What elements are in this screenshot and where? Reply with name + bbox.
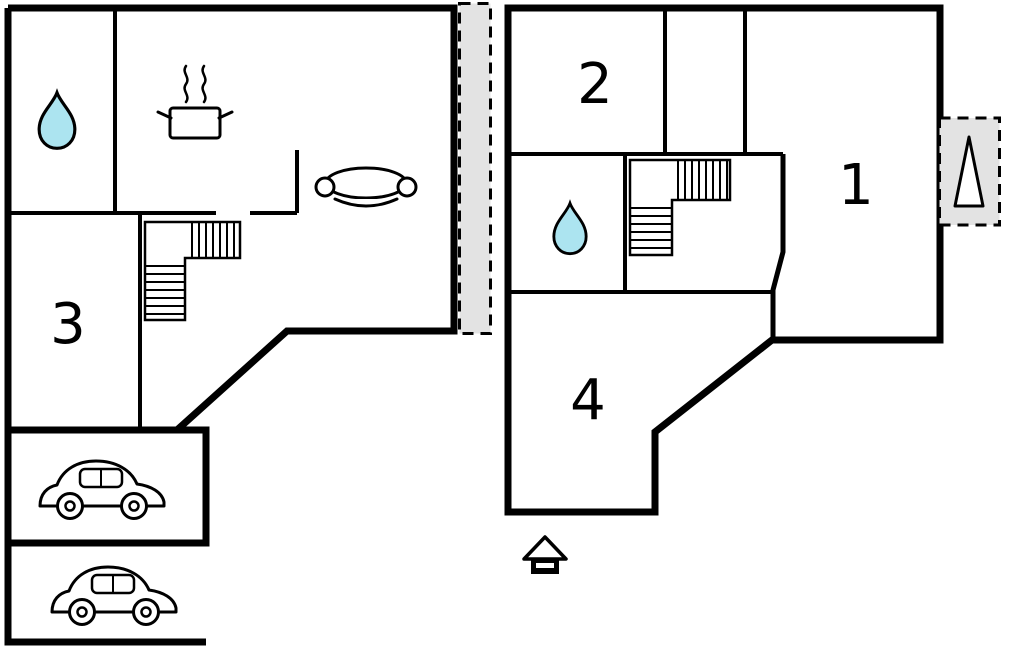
car-icon [50, 565, 178, 626]
water-drop-icon [37, 91, 77, 150]
right-unit-floor-plan: 2 1 4 [504, 4, 944, 516]
kitchen-partition-wall [250, 150, 299, 215]
entrance-arrow-icon [953, 135, 985, 208]
room1-wall [770, 154, 786, 341]
house-icon [522, 535, 568, 574]
stairs-icon [143, 220, 242, 322]
room-2-label: 2 [577, 52, 613, 117]
car-icon [38, 459, 166, 520]
right-unit-outer-wall [504, 4, 944, 516]
sofa-icon [314, 166, 418, 208]
room-3-label: 3 [50, 292, 86, 357]
room-1-label: 1 [838, 153, 874, 218]
garage-walls [8, 426, 210, 547]
corridor-strip [458, 2, 492, 335]
cooking-pot-icon [156, 64, 234, 140]
stairs-icon [628, 158, 732, 257]
water-drop-icon [552, 201, 588, 256]
left-unit-outer-wall [8, 4, 458, 433]
left-unit-left-wall [4, 8, 206, 646]
room-4-label: 4 [570, 368, 606, 433]
entrance-area [938, 116, 1001, 227]
left-unit-floor-plan: 3 [4, 4, 458, 646]
